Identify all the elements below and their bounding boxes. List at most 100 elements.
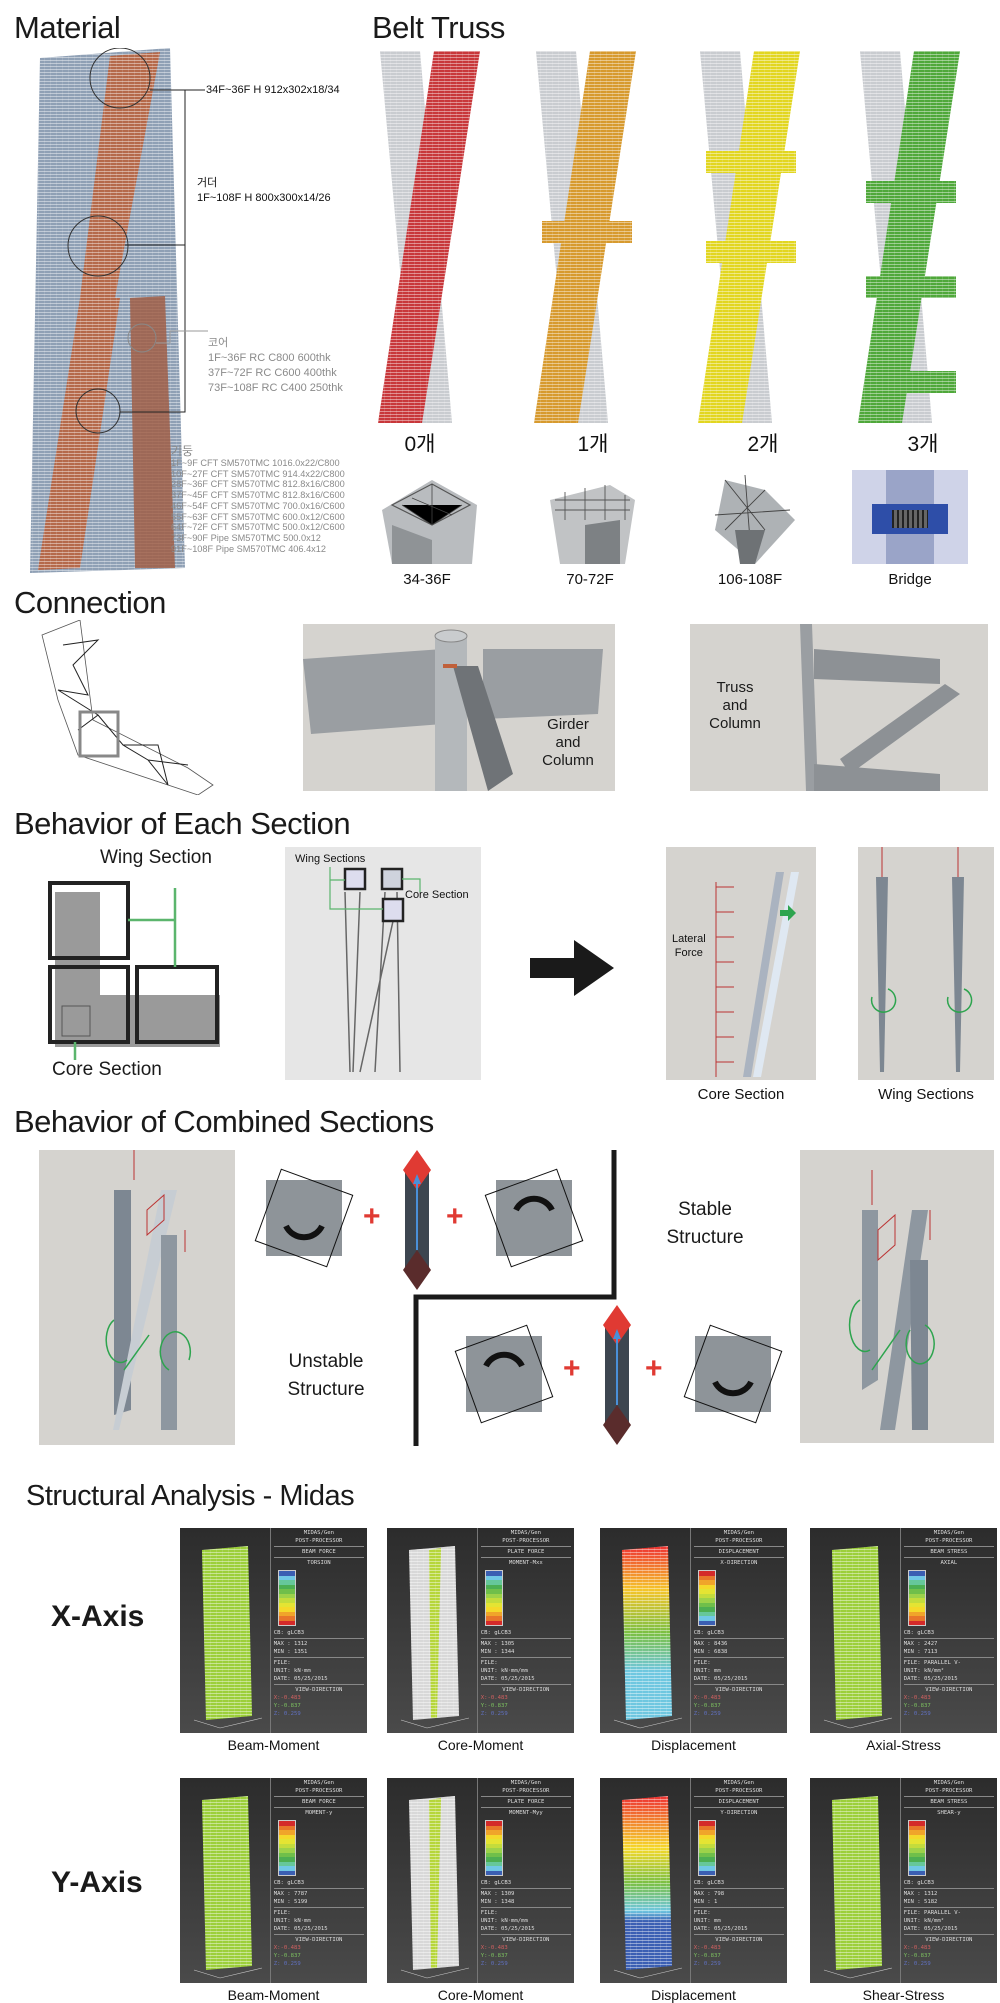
tower-result-model [180, 1778, 270, 1983]
column-spec: 1F~9F CFT SM570TMC 1016.0x22/C800 [171, 458, 340, 468]
belt-truss-variant-2 [698, 51, 800, 423]
legend-swatch [908, 1575, 925, 1580]
legend-swatch [278, 1620, 295, 1625]
view-x: X:-0.483 [903, 1695, 931, 1701]
variant-label-1: 1개 [577, 433, 609, 456]
belt-truss-variant-3 [858, 51, 960, 423]
divider [480, 1934, 571, 1935]
label-line: Structure [287, 1379, 365, 1400]
legend-swatch [485, 1857, 502, 1862]
label-line: Lateral [672, 933, 706, 945]
unit-label: UNIT: mm [693, 1668, 721, 1674]
legend-swatch [908, 1870, 925, 1875]
processor-name: POST-PROCESSOR [925, 1538, 973, 1544]
divider [480, 1684, 571, 1685]
divider [693, 1684, 784, 1685]
core-section-column [403, 1150, 431, 1290]
min-value: MIN : 6838 [693, 1649, 728, 1655]
detail-circle-bottom [75, 388, 121, 434]
legend-swatch [908, 1852, 925, 1857]
view-z: Z: 0.259 [903, 1961, 931, 1967]
legend-swatch [485, 1843, 502, 1848]
date-label: DATE: 05/25/2015 [903, 1926, 958, 1932]
view-direction-label: VIEW-DIRECTION [925, 1937, 973, 1943]
column-spec: 91F~108F Pipe SM570TMC 406.4x12 [171, 543, 326, 554]
diagram-core-section-label: Core Section [405, 889, 469, 901]
processor-name: POST-PROCESSOR [715, 1538, 763, 1544]
divider [273, 1638, 364, 1639]
min-value: MIN : 5182 [903, 1899, 938, 1905]
result-component: X-DIRECTION [720, 1560, 758, 1566]
legend-swatch [698, 1611, 715, 1616]
color-legend [484, 1570, 503, 1626]
view-x: X:-0.483 [480, 1695, 508, 1701]
caption-line: and [722, 697, 748, 714]
file-label: FILE: [480, 1660, 498, 1666]
unit-label: UNIT: kN·mm/mm [480, 1668, 528, 1674]
detail-circle-top [89, 48, 151, 109]
legend-swatch [278, 1602, 295, 1607]
wing-section-rotation-cw [454, 1324, 554, 1424]
divider [903, 1638, 994, 1639]
view-direction-label: VIEW-DIRECTION [502, 1937, 550, 1943]
column-spec: 55F~63F CFT SM570TMC 600.0x12/C600 [171, 511, 345, 522]
min-value: MIN : 1 [693, 1899, 718, 1905]
date-label: DATE: 05/25/2015 [693, 1926, 748, 1932]
combination-label: CB: gLCB3 [903, 1630, 935, 1636]
divider [903, 1907, 994, 1908]
legend-swatch [485, 1616, 502, 1621]
column-spec-list: 기둥 1F~9F CFT SM570TMC 1016.0x22/C800 10F… [171, 444, 345, 554]
legend-swatch [485, 1611, 502, 1616]
result-type: BEAM FORCE [302, 1549, 336, 1555]
divider [273, 1657, 364, 1658]
panel-caption: Beam-Moment [227, 1987, 320, 2003]
legend-swatch [278, 1593, 295, 1598]
file-label: FILE: [273, 1660, 291, 1666]
panel-caption: Shear-Stress [862, 1987, 945, 2003]
legend-swatch [278, 1611, 295, 1616]
legend-swatch [698, 1866, 715, 1871]
view-y: Y:-0.837 [273, 1703, 301, 1709]
plus-sign: + [363, 1200, 381, 1233]
legend-swatch [908, 1866, 925, 1871]
app-name: MIDAS/Gen [723, 1530, 755, 1536]
divider [273, 1907, 364, 1908]
view-z: Z: 0.259 [480, 1711, 508, 1717]
tower-result-model [387, 1528, 477, 1733]
legend-swatch [278, 1839, 295, 1844]
truss-column-caption: Truss and Column [695, 679, 775, 733]
detail-label-bridge: Bridge [888, 571, 932, 588]
divider [693, 1907, 784, 1908]
divider [480, 1657, 571, 1658]
girder-top-spec: 34F~36F H 912x302x18/34 [206, 84, 340, 96]
view-y: Y:-0.837 [480, 1953, 508, 1959]
legend-swatch [698, 1834, 715, 1839]
divider [903, 1657, 994, 1658]
column-spec: 73F~90F Pipe SM570TMC 500.0x12 [171, 532, 321, 543]
detail-label-34-36f: 34-36F [403, 571, 451, 588]
label-line: Unstable [288, 1351, 364, 1372]
panel-caption: Core-Moment [437, 1737, 524, 1753]
result-component: TORSION [307, 1560, 331, 1566]
legend-swatch [278, 1857, 295, 1862]
legend-swatch [278, 1848, 295, 1853]
legend-swatch [908, 1843, 925, 1848]
legend-swatch [485, 1589, 502, 1594]
unstable-structure-label: Unstable Structure [276, 1348, 376, 1404]
panel-caption: Axial-Stress [866, 1737, 941, 1753]
wing-section-rotation-cw [484, 1168, 584, 1268]
rotation-arrow-icon [712, 1380, 754, 1397]
view-y: Y:-0.837 [693, 1953, 721, 1959]
legend-swatch [278, 1866, 295, 1871]
legend-swatch [278, 1830, 295, 1835]
legend-swatch [278, 1607, 295, 1612]
tower-result-model [180, 1528, 270, 1733]
view-y: Y:-0.837 [273, 1953, 301, 1959]
result-component: AXIAL [940, 1560, 958, 1566]
legend-swatch [278, 1852, 295, 1857]
